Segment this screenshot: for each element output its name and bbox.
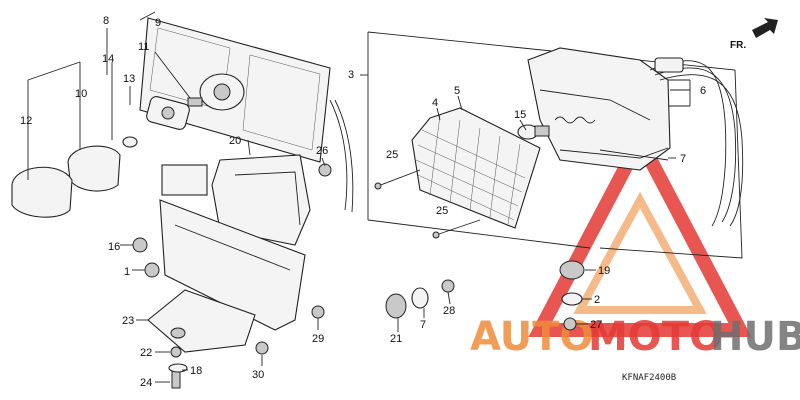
license-light-cover <box>146 96 190 130</box>
callout-20: 20 <box>229 135 241 147</box>
callout-27: 27 <box>590 319 602 331</box>
front-direction-label: FR. <box>730 40 746 51</box>
callout-10: 10 <box>75 88 87 100</box>
license-bulb <box>122 136 138 148</box>
callout-8: 8 <box>103 15 109 27</box>
callout-24: 24 <box>140 377 152 389</box>
reflector-wire <box>329 99 348 211</box>
callout-14: 14 <box>102 53 114 65</box>
socket-bolt <box>187 97 203 107</box>
callout-4: 4 <box>432 97 438 109</box>
lens-screw-upper <box>374 169 421 190</box>
license-plate-holder <box>159 199 306 331</box>
callout-16: 16 <box>108 241 120 253</box>
callout-3: 3 <box>348 69 354 81</box>
callout-6: 6 <box>700 85 706 97</box>
tail-housing <box>527 47 671 171</box>
bulb-socket <box>554 116 596 124</box>
callout-7: 7 <box>680 153 686 165</box>
diagram-code: KFNAF2400B <box>622 373 676 383</box>
turn-signal-socket <box>67 145 121 192</box>
callout-2: 2 <box>594 294 600 306</box>
callout-1: 1 <box>124 266 130 278</box>
callout-13: 13 <box>123 73 135 85</box>
grommet <box>654 57 684 73</box>
callout-15: 15 <box>514 109 526 121</box>
callout-18: 18 <box>190 365 202 377</box>
front-direction-arrow <box>752 18 778 38</box>
license-bracket <box>161 154 311 246</box>
fastener-29 <box>311 305 325 319</box>
fastener-16 <box>132 237 148 253</box>
callout-22: 22 <box>140 347 152 359</box>
nut <box>563 317 577 331</box>
watermark-hub: HUB <box>710 314 800 360</box>
callout-25-upper: 25 <box>386 149 398 161</box>
callout-30: 30 <box>252 369 264 381</box>
callout-9: 9 <box>155 17 161 29</box>
callout-23: 23 <box>122 315 134 327</box>
fastener-1 <box>144 262 160 278</box>
wire-harness <box>649 60 744 227</box>
fastener-26 <box>318 163 332 177</box>
leader-lines <box>27 11 691 383</box>
housing-gasket <box>599 149 669 161</box>
fastener-22 <box>170 346 182 358</box>
watermark-logo <box>528 124 752 337</box>
callout-19: 19 <box>598 265 610 277</box>
callout-28: 28 <box>443 305 455 317</box>
callout-12: 12 <box>20 115 32 127</box>
callout-11: 11 <box>138 41 149 53</box>
callout-26: 26 <box>316 145 328 157</box>
callout-5: 5 <box>454 85 460 97</box>
washer <box>561 292 583 306</box>
rubber-mount <box>559 260 585 280</box>
callout-29: 29 <box>312 333 324 345</box>
turn-signal-lens <box>11 166 73 218</box>
lens-screw-lower <box>432 219 481 239</box>
callout-21: 21 <box>390 333 402 345</box>
watermark-moto: MOTO <box>588 314 723 360</box>
callout-25-lower: 25 <box>436 205 448 217</box>
tail-bulb <box>517 124 550 140</box>
tail-lens <box>411 107 541 229</box>
mount-grommet <box>385 279 455 319</box>
mud-guard <box>147 289 256 353</box>
license-light-socket <box>199 73 245 111</box>
fastener-30 <box>255 341 269 355</box>
callout-7-lower: 7 <box>420 319 426 331</box>
fastener-18 <box>168 363 188 373</box>
